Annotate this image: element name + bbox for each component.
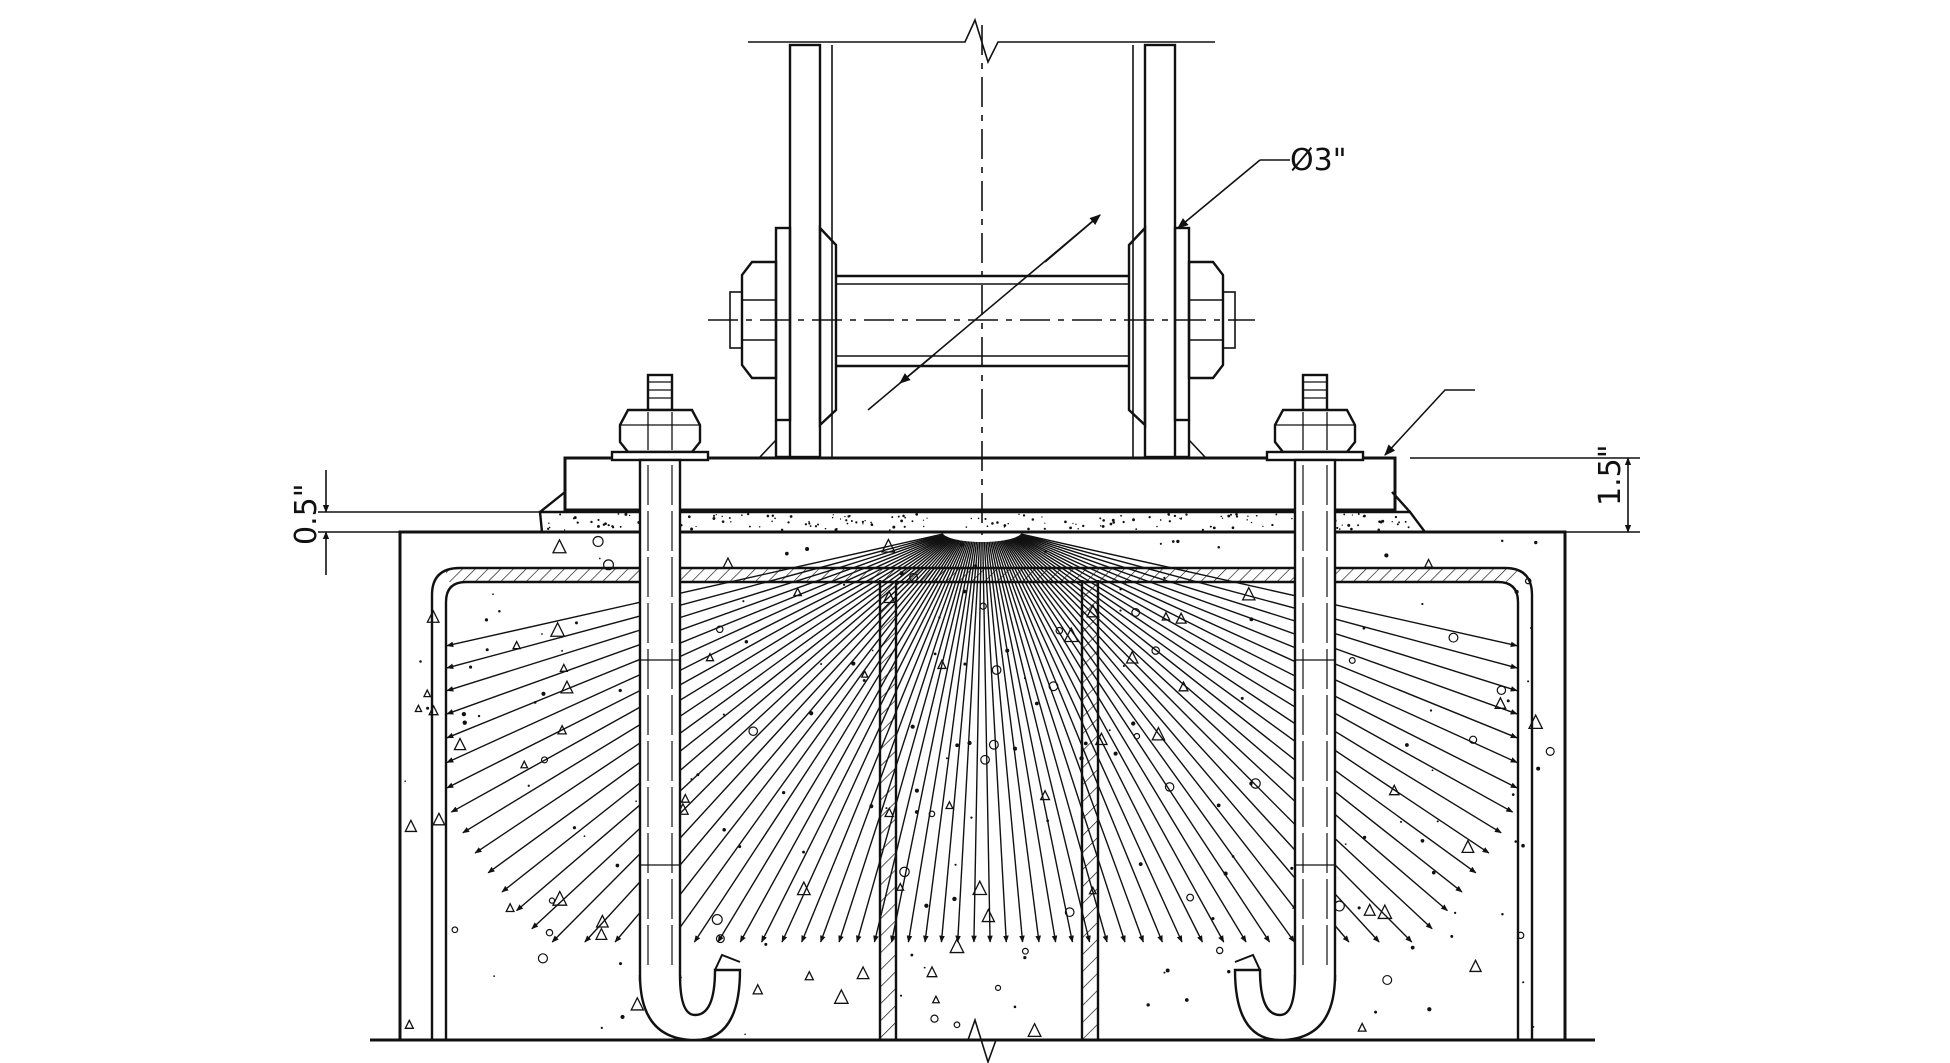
grout-speckle [546, 512, 1410, 532]
load-arrow [446, 535, 946, 764]
load-arrow [551, 538, 954, 943]
load-arrow [906, 541, 976, 943]
load-arrow [1018, 535, 1518, 764]
load-arrow [1014, 537, 1477, 874]
plate-thickness-label: 1.5" [1593, 444, 1628, 506]
load-arrow [873, 541, 973, 943]
load-arrow [642, 539, 958, 943]
load-arrow [516, 537, 952, 912]
load-arrow [446, 534, 944, 692]
load-arrow [1001, 540, 1225, 943]
load-arrow [820, 541, 969, 943]
load-arrow [1013, 537, 1463, 893]
plate-thickness-dimension [1384, 389, 1640, 533]
load-arrow [1012, 537, 1448, 912]
load-arrow [985, 541, 1025, 943]
load-arrow [986, 541, 1041, 943]
load-arrow [992, 541, 1108, 943]
load-arrow [462, 536, 948, 834]
load-arrow [450, 536, 947, 813]
load-arrow [760, 540, 964, 943]
load-arrow [531, 538, 953, 930]
load-arrow [781, 540, 966, 943]
load-arrow [983, 541, 1009, 943]
load-arrow [446, 534, 945, 739]
anchor-bolt [610, 373, 742, 1042]
anchor-bolt [1233, 373, 1365, 1042]
load-arrow [995, 541, 1144, 943]
load-arrow [890, 541, 975, 943]
load-arrow [1015, 536, 1490, 854]
rebar-cage [430, 566, 1534, 1040]
load-arrow [1003, 540, 1247, 943]
center-lines [708, 25, 1255, 535]
load-arrow [446, 535, 947, 789]
load-arrow [998, 540, 1183, 943]
load-arrow [487, 537, 950, 874]
load-arrow [989, 541, 1074, 943]
load-arrow [446, 533, 944, 670]
load-arrow [501, 537, 951, 893]
concrete-foundation [370, 530, 1595, 1042]
load-arrow [982, 541, 993, 943]
load-arrow [1019, 534, 1518, 739]
load-arrow [1017, 535, 1518, 789]
load-arrow [693, 539, 960, 943]
load-arrow [1017, 536, 1514, 813]
load-arrow [1020, 534, 1518, 692]
grout-thickness-label: 0.5" [289, 483, 324, 545]
load-arrow [1016, 536, 1502, 834]
load-arrow [1005, 539, 1295, 943]
load-arrow [856, 541, 972, 943]
pin-diameter-dimension [867, 159, 1290, 411]
load-arrow [1020, 533, 1518, 670]
bottom-break-line [967, 1017, 997, 1063]
load-arrow [994, 541, 1126, 943]
load-arrow [446, 533, 944, 648]
load-arrow [669, 539, 959, 943]
load-arrow [474, 536, 949, 854]
load-arrow [971, 541, 982, 943]
load-arrow [1006, 539, 1322, 943]
load-arrow [923, 541, 978, 943]
load-arrow [997, 540, 1163, 943]
load-arrow [1020, 533, 1518, 648]
anchor-bolts [610, 373, 1365, 1042]
load-arrow [1010, 538, 1413, 943]
load-arrow [1008, 538, 1350, 943]
load-arrow [717, 540, 961, 943]
load-arrow [991, 541, 1091, 943]
load-arrow [939, 541, 979, 943]
pin-diameter-label: Ø3" [1290, 143, 1347, 178]
load-distribution-arrows [446, 533, 1518, 943]
load-arrow [988, 541, 1058, 943]
load-arrow [1019, 534, 1518, 715]
load-arrow [838, 541, 970, 943]
load-arrow [1000, 540, 1204, 943]
load-arrow [739, 540, 963, 943]
load-arrow [955, 541, 981, 943]
load-arrow [801, 540, 967, 943]
load-arrow [1011, 538, 1433, 930]
load-arrow [1004, 539, 1271, 943]
grout-thickness-dimension [318, 470, 540, 575]
base-plate [563, 456, 1397, 512]
load-arrow [446, 534, 945, 715]
